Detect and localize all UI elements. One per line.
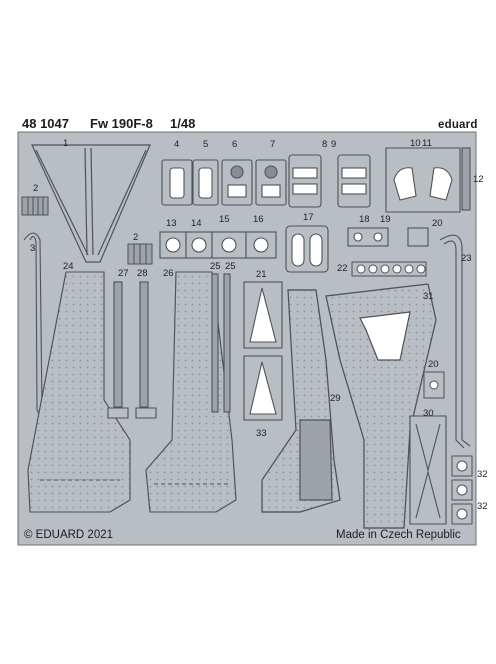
part-number: 16 <box>253 214 264 225</box>
part-number: 14 <box>191 218 202 229</box>
parts-10-12 <box>385 147 471 213</box>
part-1 <box>31 144 151 263</box>
part-number: 32 <box>477 469 488 480</box>
part-30 <box>409 415 447 525</box>
part-24 <box>27 271 131 513</box>
part-number: 28 <box>137 268 148 279</box>
part-number: 4 <box>174 139 180 150</box>
origin-notice: Made in Czech Republic <box>336 529 461 541</box>
part-number: 8 <box>322 139 328 150</box>
part-number: 27 <box>118 268 129 279</box>
part-number: 21 <box>256 269 267 280</box>
part-number: 26 <box>163 268 174 279</box>
part-32 <box>451 455 473 525</box>
part-number: 12 <box>473 174 484 185</box>
part-number: 7 <box>270 139 276 150</box>
part-number: 10 <box>410 138 421 149</box>
part-number: 19 <box>380 214 391 225</box>
part-31 <box>325 283 437 529</box>
parts-27-28 <box>107 281 157 419</box>
part-29 <box>261 289 341 513</box>
set-number: 48 1047 <box>22 116 69 131</box>
part-number: 20 <box>432 218 443 229</box>
parts-4-7 <box>161 159 287 206</box>
part-2 <box>21 196 153 265</box>
part-number: 3 <box>30 243 36 254</box>
part-number: 17 <box>303 212 314 223</box>
part-25 <box>211 273 231 413</box>
parts-8-9 <box>288 154 371 208</box>
part-number: 5 <box>203 139 209 150</box>
copyright-notice: © EDUARD 2021 <box>24 529 114 541</box>
part-17 <box>285 225 329 273</box>
part-number: 20 <box>428 359 439 370</box>
part-number: 13 <box>166 218 177 229</box>
part-23 <box>439 234 471 449</box>
part-number: 25 <box>225 261 236 272</box>
part-number: 11 <box>422 138 432 149</box>
parts-13-16 <box>159 231 277 259</box>
product-name: Fw 190F-8 <box>90 116 153 131</box>
part-3 <box>23 232 65 453</box>
part-number: 1 <box>63 138 69 149</box>
part-number: 30 <box>423 408 434 419</box>
part-number: 24 <box>63 261 74 272</box>
brand-logo: eduard <box>438 119 478 131</box>
part-number: 32 <box>477 501 488 512</box>
part-number: 15 <box>219 214 230 225</box>
part-number: 18 <box>359 214 370 225</box>
part-number: 2 <box>133 232 139 243</box>
scale-label: 1/48 <box>170 116 196 131</box>
part-number: 33 <box>256 428 267 439</box>
part-number: 6 <box>232 139 238 150</box>
part-number: 2 <box>33 183 39 194</box>
part-number: 23 <box>461 253 472 264</box>
part-number: 31 <box>423 291 434 302</box>
part-number: 29 <box>330 393 341 404</box>
part-22 <box>351 261 427 277</box>
part-number: 22 <box>337 263 348 274</box>
parts-21-33 <box>243 281 283 421</box>
part-number: 9 <box>331 139 337 150</box>
part-number: 25 <box>210 261 221 272</box>
parts-18-20 <box>347 227 429 247</box>
part-20b <box>423 371 445 399</box>
